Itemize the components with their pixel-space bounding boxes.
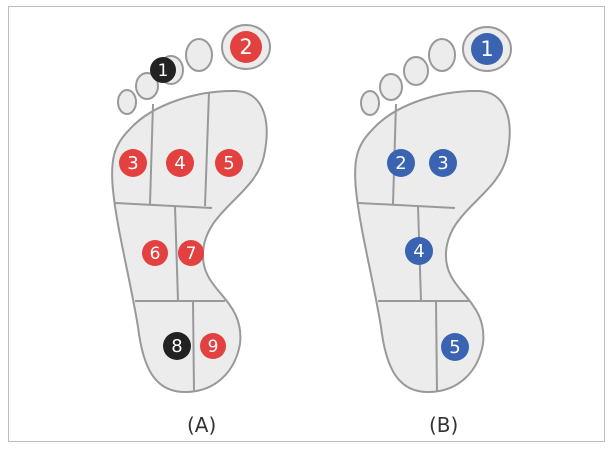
toe-b-4 (380, 74, 402, 100)
marker-b-1: 1 (471, 33, 503, 65)
marker-label: 8 (171, 336, 182, 357)
marker-a-6: 6 (142, 240, 168, 266)
marker-a-8: 8 (163, 332, 191, 360)
marker-label: 1 (480, 37, 493, 61)
marker-label: 1 (158, 61, 169, 81)
marker-label: 7 (186, 244, 197, 264)
marker-a-4: 4 (166, 149, 194, 177)
marker-a-7: 7 (178, 240, 204, 266)
marker-label: 9 (208, 337, 219, 357)
toe-b-3 (404, 57, 428, 85)
marker-a-9: 9 (200, 333, 226, 359)
marker-b-3: 3 (429, 149, 457, 177)
marker-a-3: 3 (119, 149, 147, 177)
marker-label: 2 (239, 35, 252, 59)
caption-b: (B) (429, 413, 458, 437)
marker-label: 4 (174, 153, 185, 174)
marker-label: 3 (437, 153, 448, 174)
marker-label: 5 (449, 337, 460, 358)
sole-b (355, 91, 510, 392)
marker-label: 3 (127, 153, 138, 174)
marker-a-1: 1 (150, 57, 176, 83)
marker-label: 2 (395, 153, 406, 174)
toe-a-2 (186, 39, 212, 71)
toe-a-5 (118, 90, 136, 114)
marker-b-4: 4 (405, 237, 433, 265)
caption-a: (A) (187, 413, 216, 437)
marker-a-5: 5 (215, 149, 243, 177)
marker-a-2: 2 (230, 31, 262, 63)
marker-label: 5 (223, 153, 234, 174)
marker-label: 4 (413, 241, 424, 262)
foot-b (355, 27, 511, 392)
marker-b-2: 2 (387, 149, 415, 177)
foot-a (112, 25, 270, 392)
toe-b-2 (429, 39, 455, 71)
marker-b-5: 5 (441, 333, 469, 361)
marker-label: 6 (150, 244, 161, 264)
toe-b-5 (361, 91, 379, 115)
